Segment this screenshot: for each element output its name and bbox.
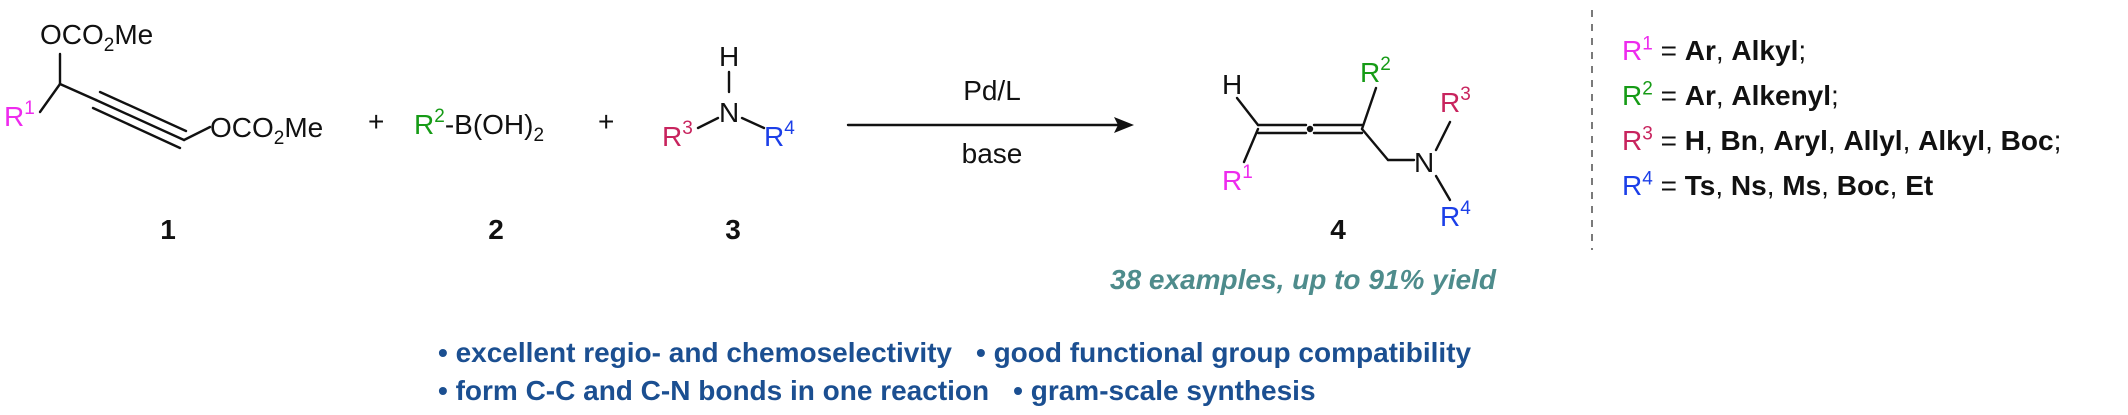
- legend-value: Alkenyl: [1731, 80, 1832, 111]
- reactant-3-structure: H N R3 R4: [662, 41, 795, 152]
- legend-value: Boc: [1836, 170, 1890, 201]
- product-4-structure: H R1 R2 N R3 R4: [1222, 54, 1471, 232]
- alkyne-bond-2: [98, 90, 188, 133]
- amine-r4-label: R4: [764, 118, 795, 152]
- bond-ch-r1: [38, 82, 62, 114]
- reactant-1-right-carbonate: OCO2Me: [210, 112, 323, 149]
- bond-ch2-o: [182, 125, 212, 142]
- legend-r-label: R3: [1622, 123, 1653, 156]
- reactant-2-boronic-acid: R2-B(OH)2: [414, 106, 544, 146]
- legend-value: Bn: [1720, 125, 1758, 156]
- reactant-1-top-carbonate: OCO2Me: [40, 19, 153, 56]
- legend-value: Ar: [1684, 80, 1716, 111]
- feature-item: • form C-C and C-N bonds in one reaction: [438, 375, 990, 406]
- alkyne-bond-1: [94, 98, 186, 142]
- reactant-1-r1-label: R1: [4, 98, 35, 132]
- bond-c-r1: [1242, 127, 1260, 164]
- legend-r-label: R1: [1622, 33, 1653, 66]
- product-r3-label: R3: [1440, 84, 1471, 118]
- product-n-atom: N: [1414, 147, 1434, 178]
- bond-n-r3-product: [1434, 120, 1452, 152]
- legend-value: Ms: [1782, 170, 1822, 201]
- legend-value: Ts: [1684, 170, 1716, 201]
- legend-value: Et: [1905, 170, 1934, 201]
- yield-note: 38 examples, up to 91% yield: [1110, 264, 1496, 295]
- feature-item: • good functional group compatibility: [976, 337, 1472, 368]
- legend-value: H: [1684, 125, 1705, 156]
- feature-line-1: • excellent regio- and chemoselectivity •…: [438, 334, 1471, 372]
- plus-sign-2: +: [598, 106, 614, 137]
- compound-number-2: 2: [488, 214, 504, 245]
- substituent-legend: R1 = Ar, Alkyl; R2 = Ar, Alkenyl; R3 = H, …: [1622, 28, 2061, 208]
- bond-n-r4: [740, 116, 766, 130]
- bond-h-c: [1235, 96, 1260, 127]
- arrow-condition-catalyst: Pd/L: [963, 75, 1021, 106]
- allene-central-carbon: [1306, 125, 1314, 133]
- compound-number-1: 1: [160, 214, 176, 245]
- legend-value: Boc: [2000, 125, 2054, 156]
- reactant-1-structure: OCO2Me R1 OCO2Me: [4, 19, 323, 150]
- legend-value: Ar: [1684, 35, 1716, 66]
- feature-line-2: • form C-C and C-N bonds in one reaction…: [438, 372, 1471, 410]
- legend-r-label: R4: [1622, 168, 1653, 201]
- legend-value: Allyl: [1843, 125, 1903, 156]
- feature-list: • excellent regio- and chemoselectivity •…: [438, 334, 1471, 410]
- arrow-head: [1114, 117, 1134, 133]
- bond-c-r2: [1360, 86, 1378, 131]
- plus-sign-1: +: [368, 106, 384, 137]
- reaction-arrow: Pd/L base: [846, 75, 1134, 169]
- amine-r3-label: R3: [662, 118, 693, 152]
- amine-h-atom: H: [719, 41, 739, 72]
- amine-n-atom: N: [719, 97, 739, 128]
- bond-n-r4-product: [1434, 174, 1452, 202]
- legend-row-r3: R3 = H, Bn, Aryl, Allyl, Alkyl, Boc;: [1622, 123, 2062, 156]
- legend-value: Aryl: [1773, 125, 1828, 156]
- product-h-atom: H: [1222, 69, 1242, 100]
- compound-number-4: 4: [1330, 214, 1346, 245]
- product-r1-label: R1: [1222, 162, 1253, 196]
- legend-value: Alkyl: [1918, 125, 1986, 156]
- legend-row-r1: R1 = Ar, Alkyl;: [1622, 33, 1807, 66]
- legend-row-r2: R2 = Ar, Alkenyl;: [1622, 78, 1839, 111]
- bond-n-r3: [696, 116, 720, 130]
- bond-ch-alkyne: [58, 82, 98, 102]
- product-r4-label: R4: [1440, 198, 1471, 232]
- compound-number-3: 3: [725, 214, 741, 245]
- legend-value: Alkyl: [1731, 35, 1799, 66]
- legend-value: Ns: [1730, 170, 1767, 201]
- feature-item: • gram-scale synthesis: [1013, 375, 1316, 406]
- product-r2-label: R2: [1360, 54, 1391, 88]
- alkyne-bond-3: [91, 106, 182, 150]
- feature-item: • excellent regio- and chemoselectivity: [438, 337, 952, 368]
- arrow-condition-base: base: [962, 138, 1023, 169]
- legend-row-r4: R4 = Ts, Ns, Ms, Boc, Et: [1622, 168, 1934, 201]
- legend-r-label: R2: [1622, 78, 1653, 111]
- bond-c-ch2: [1360, 127, 1390, 162]
